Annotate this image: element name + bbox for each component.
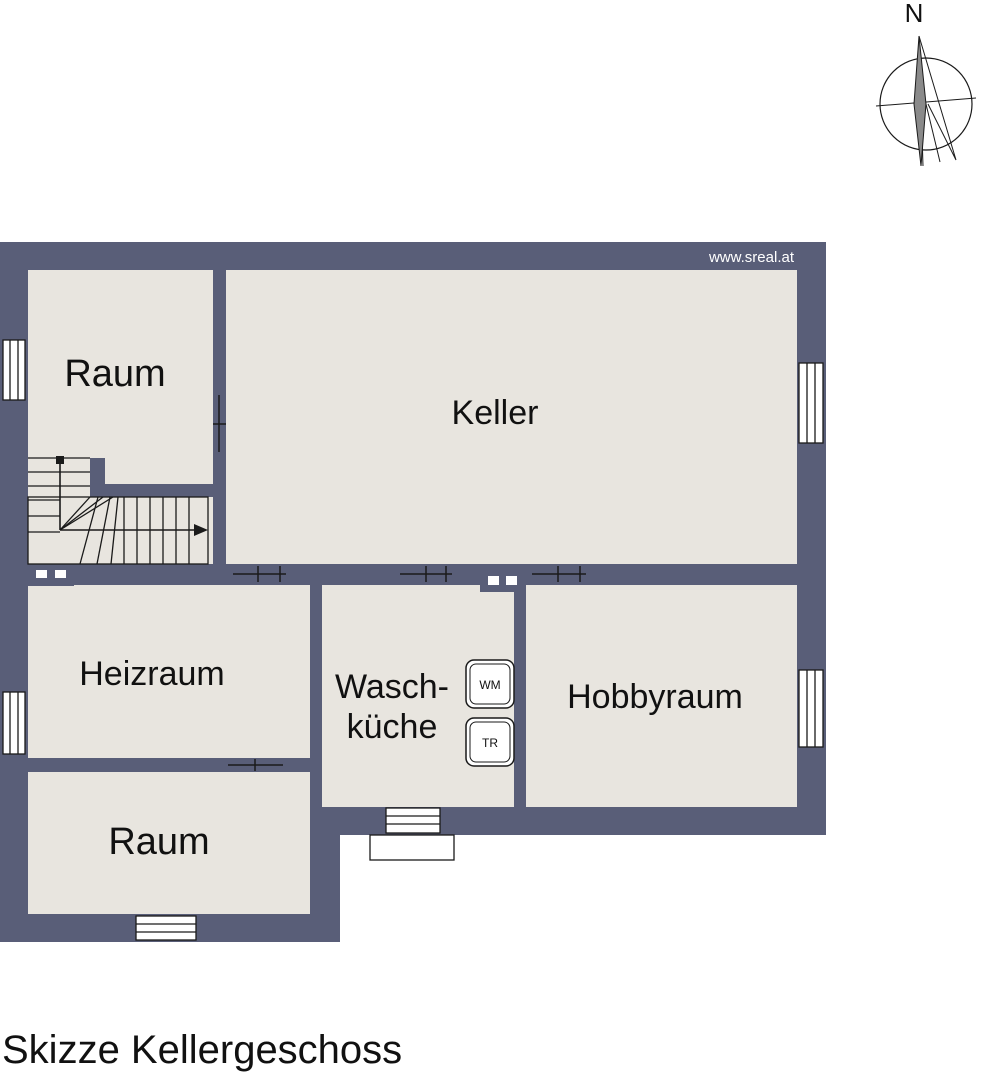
appliances: WM TR: [465, 659, 515, 767]
floor-stair-area: [28, 458, 213, 564]
shaft-square: [55, 570, 66, 578]
stair-winder: [59, 496, 104, 531]
compass-needle-icon: [913, 35, 927, 167]
room-label-waschkueche-2: küche: [347, 708, 438, 746]
window-right-bottom: [798, 669, 824, 748]
interior-walls: [28, 270, 797, 835]
wall-raum-keller-upper: [213, 270, 226, 395]
doors: [213, 395, 586, 771]
door-keller-hobbyraum: [532, 566, 586, 582]
room-label-raum-bottom: Raum: [108, 821, 209, 863]
floor-raum-bottom: [28, 772, 310, 914]
wall-wasch-hobby: [514, 583, 526, 807]
floor-hobbyraum: [526, 585, 797, 807]
room-label-waschkueche-1: Wasch-: [335, 668, 449, 706]
compass: N: [875, 0, 977, 167]
window-bottom-wasch: [385, 807, 441, 834]
window-bottom-raum: [135, 915, 197, 941]
wall-heiz-wasch: [310, 583, 322, 835]
shafts: [36, 570, 517, 585]
plan-caption: Skizze Kellergeschoss: [2, 1028, 403, 1072]
wall-heiz-raum-2: [283, 758, 310, 772]
stair-winder: [59, 496, 91, 531]
door-heizraum-raum: [228, 759, 283, 771]
compass-north-label: N: [905, 0, 924, 28]
dryer-label: TR: [482, 736, 498, 750]
wall-stair-top: [90, 484, 226, 497]
compass-needle-outline: [918, 35, 957, 161]
wall-mid-1: [28, 564, 233, 583]
door-keller-waschkueche: [400, 566, 452, 582]
shaft-left: [28, 566, 74, 586]
windows: [2, 339, 824, 941]
window-left-top: [2, 339, 26, 401]
shaft-square: [488, 576, 499, 585]
watermark: www.sreal.at: [708, 249, 795, 266]
washer-label: WM: [479, 678, 500, 692]
stair-arrow-icon: [194, 524, 208, 536]
stair-start-marker: [56, 456, 64, 464]
light-well: [369, 834, 455, 861]
window-left-bottom: [2, 691, 26, 755]
door-raum-keller: [213, 395, 226, 452]
shaft-square: [36, 570, 47, 578]
shaft-square: [506, 576, 517, 585]
wall-mid-4: [586, 564, 797, 583]
wall-stair-stub: [90, 458, 105, 497]
compass-needle-line: [925, 103, 941, 163]
window-right-top: [798, 362, 824, 444]
dryer-icon: TR: [465, 717, 515, 767]
washer-icon: WM: [465, 659, 515, 709]
room-label-heizraum: Heizraum: [79, 655, 224, 693]
staircase: [27, 456, 209, 565]
floor-heizraum: [28, 585, 310, 758]
floor-keller: [226, 270, 797, 564]
room-label-raum-top: Raum: [64, 353, 165, 395]
room-label-hobbyraum: Hobbyraum: [567, 678, 743, 716]
stair-winder: [59, 496, 114, 531]
wall-mid-2: [286, 564, 400, 583]
room-labels: Raum Keller Heizraum Wasch- küche Hobbyr…: [64, 353, 743, 863]
wall-heiz-raum-1: [28, 758, 228, 772]
room-label-keller: Keller: [452, 394, 539, 432]
door-keller-heizraum: [233, 566, 286, 582]
